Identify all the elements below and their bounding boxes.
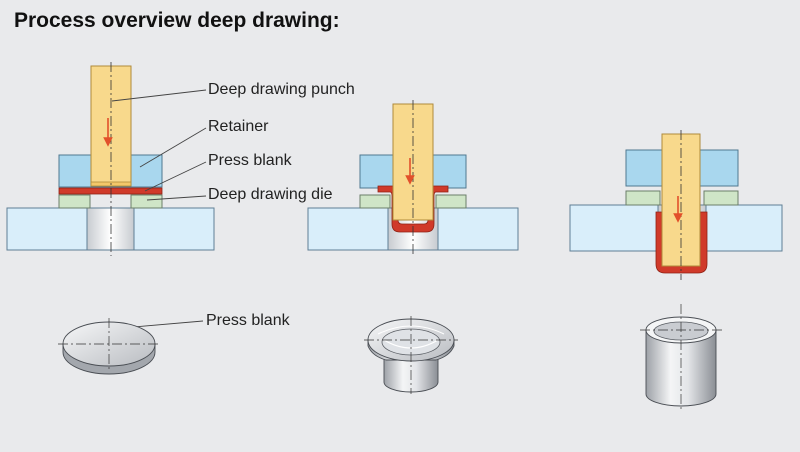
part-partial-cup <box>364 316 458 394</box>
guide-ring-right <box>703 190 739 206</box>
label-retainer: Retainer <box>208 118 269 135</box>
stage-3 <box>569 130 783 280</box>
press-blank-flat <box>58 187 163 195</box>
stage-1 <box>6 62 215 256</box>
guide-ring-left <box>359 194 391 209</box>
die-block-right <box>437 207 519 251</box>
stage-2 <box>307 100 519 256</box>
die-block-left <box>307 207 389 251</box>
diagram-title: Process overview deep drawing: <box>14 9 340 32</box>
die-block-right <box>133 207 215 251</box>
guide-ring-right <box>435 194 467 209</box>
die-block-right <box>705 204 783 252</box>
label-press-blank-part: Press blank <box>206 312 290 329</box>
label-punch: Deep drawing punch <box>208 81 355 98</box>
label-die: Deep drawing die <box>208 186 333 203</box>
guide-ring-right <box>130 194 163 209</box>
die-block-left <box>569 204 659 252</box>
guide-ring-left <box>625 190 661 206</box>
part-flat-blank <box>58 318 160 375</box>
guide-ring-left <box>58 194 91 209</box>
die-hole <box>86 207 135 251</box>
part-drawn-cup <box>640 304 722 410</box>
label-press-blank: Press blank <box>208 152 292 169</box>
die-block-left <box>6 207 88 251</box>
